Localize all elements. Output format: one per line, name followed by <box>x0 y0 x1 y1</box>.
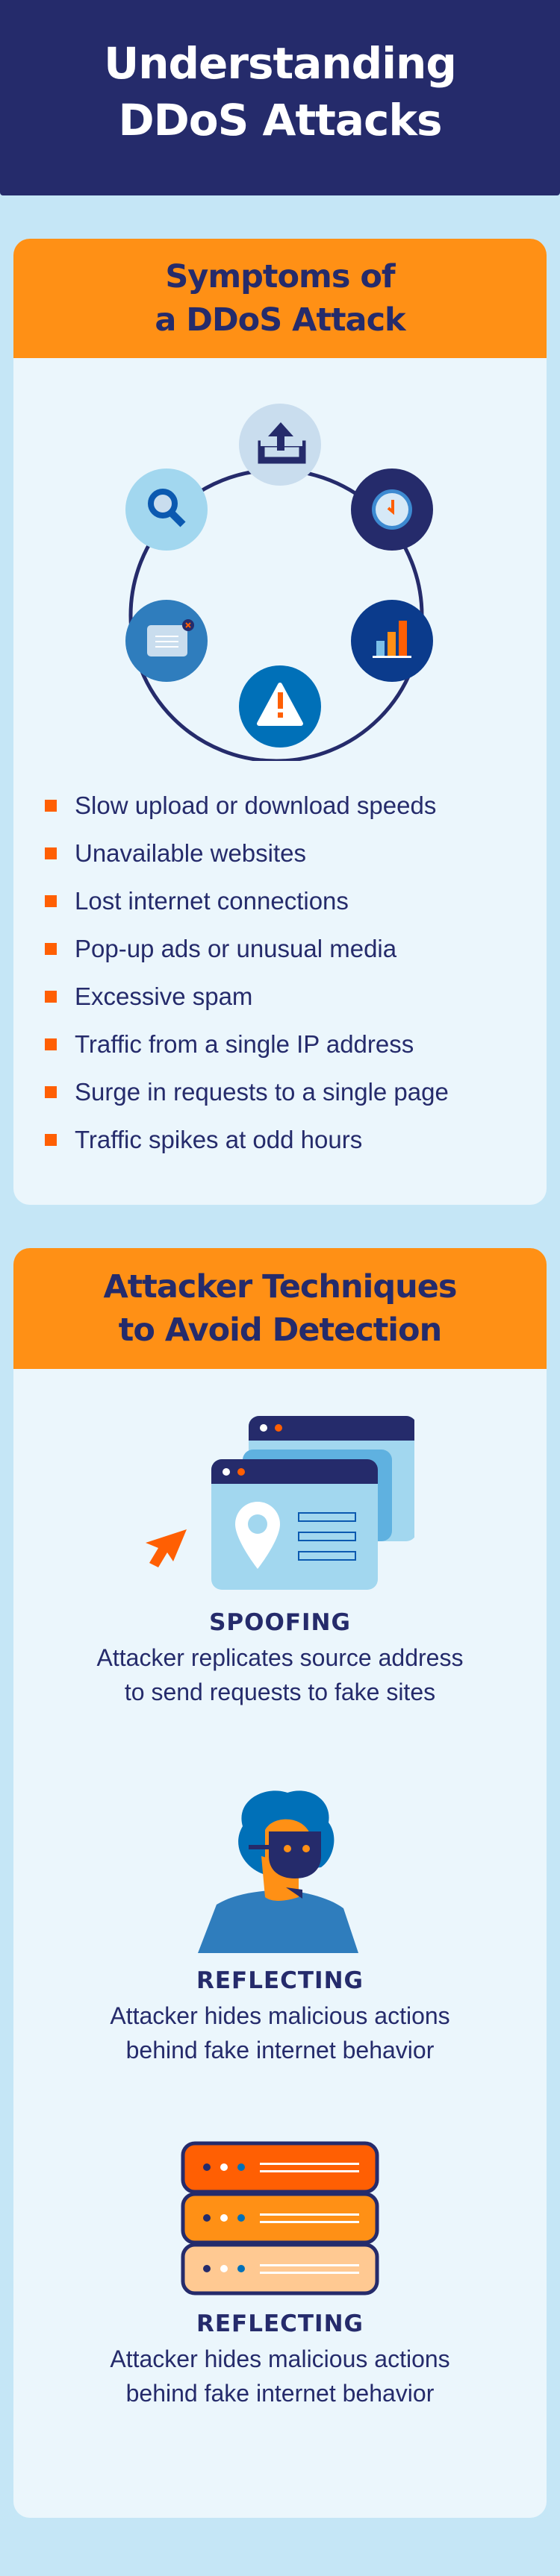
title-line-1: Understanding <box>104 38 457 89</box>
symptoms-title-line-1: Symptoms of <box>165 258 395 295</box>
list-item-text: Surge in requests to a single page <box>75 1078 449 1106</box>
list-item-text: Traffic from a single IP address <box>75 1030 414 1058</box>
bullet-icon <box>45 1038 57 1050</box>
list-item-text: Lost internet connections <box>75 887 349 915</box>
clock-icon <box>351 468 433 551</box>
list-item: Lost internet connections <box>45 877 449 925</box>
techniques-card: Attacker Techniques to Avoid Detection <box>13 1248 547 2518</box>
list-item: Unavailable websites <box>45 830 449 877</box>
technique-title: SPOOFING <box>209 1609 351 1636</box>
technique-title: REFLECTING <box>196 1967 364 1994</box>
list-item: Excessive spam <box>45 973 449 1021</box>
list-item: Surge in requests to a single page <box>45 1068 449 1116</box>
technique-description: Attacker hides malicious actions behind … <box>13 2342 547 2410</box>
page-title: Understanding DDoS Attacks <box>104 35 457 148</box>
symptom-icon-ring <box>125 404 433 761</box>
description-line-2: behind fake internet behavior <box>125 2380 435 2407</box>
bullet-icon <box>45 1086 57 1098</box>
list-item-text: Excessive spam <box>75 983 253 1010</box>
list-item: Traffic from a single IP address <box>45 1021 449 1068</box>
warning-icon <box>239 665 321 748</box>
bullet-icon <box>45 800 57 812</box>
symptoms-list: Slow upload or download speeds Unavailab… <box>45 782 449 1164</box>
techniques-card-header: Attacker Techniques to Avoid Detection <box>13 1248 547 1369</box>
list-item: Pop-up ads or unusual media <box>45 925 449 973</box>
techniques-title-line-2: to Avoid Detection <box>118 1311 442 1349</box>
bar-chart-icon <box>351 600 433 682</box>
list-item-text: Pop-up ads or unusual media <box>75 935 397 962</box>
list-item-text: Slow upload or download speeds <box>75 792 437 819</box>
list-item: Slow upload or download speeds <box>45 782 449 830</box>
upload-icon <box>239 404 321 486</box>
description-line-1: Attacker hides malicious actions <box>110 2345 450 2372</box>
technique-spoofing: SPOOFING Attacker replicates source addr… <box>13 1412 547 1709</box>
page-header: Understanding DDoS Attacks <box>0 0 560 195</box>
bullet-icon <box>45 943 57 955</box>
list-item-text: Traffic spikes at odd hours <box>75 1126 363 1153</box>
bullet-icon <box>45 895 57 907</box>
technique-reflecting-servers: REFLECTING Attacker hides malicious acti… <box>13 2140 547 2410</box>
techniques-title-line-1: Attacker Techniques <box>103 1268 457 1306</box>
technique-reflecting-attacker: REFLECTING Attacker hides malicious acti… <box>13 1785 547 2067</box>
search-icon <box>125 468 208 551</box>
cursor-icon <box>146 1529 187 1567</box>
description-line-2: to send requests to fake sites <box>124 1679 436 1705</box>
title-line-2: DDoS Attacks <box>118 95 442 145</box>
technique-description: Attacker replicates source address to se… <box>13 1640 547 1709</box>
description-line-2: behind fake internet behavior <box>125 2037 435 2063</box>
bullet-icon <box>45 847 57 859</box>
symptoms-title-line-2: a DDoS Attack <box>155 301 405 339</box>
symptoms-card-header: Symptoms of a DDoS Attack <box>13 239 547 358</box>
list-item: Traffic spikes at odd hours <box>45 1116 449 1164</box>
masked-attacker-icon <box>198 1790 358 1953</box>
bullet-icon <box>45 1134 57 1146</box>
description-line-1: Attacker replicates source address <box>96 1644 464 1671</box>
spoofed-browser-windows-icon <box>146 1416 414 1590</box>
popup-ad-icon <box>125 600 208 682</box>
technique-title: REFLECTING <box>196 2310 364 2337</box>
symptoms-title: Symptoms of a DDoS Attack <box>155 255 405 342</box>
technique-description: Attacker hides malicious actions behind … <box>13 1999 547 2067</box>
bullet-icon <box>45 991 57 1003</box>
server-stack-icon <box>181 2141 379 2295</box>
list-item-text: Unavailable websites <box>75 839 307 867</box>
techniques-title: Attacker Techniques to Avoid Detection <box>103 1265 457 1352</box>
symptoms-card: Symptoms of a DDoS Attack <box>13 239 547 1205</box>
description-line-1: Attacker hides malicious actions <box>110 2002 450 2029</box>
